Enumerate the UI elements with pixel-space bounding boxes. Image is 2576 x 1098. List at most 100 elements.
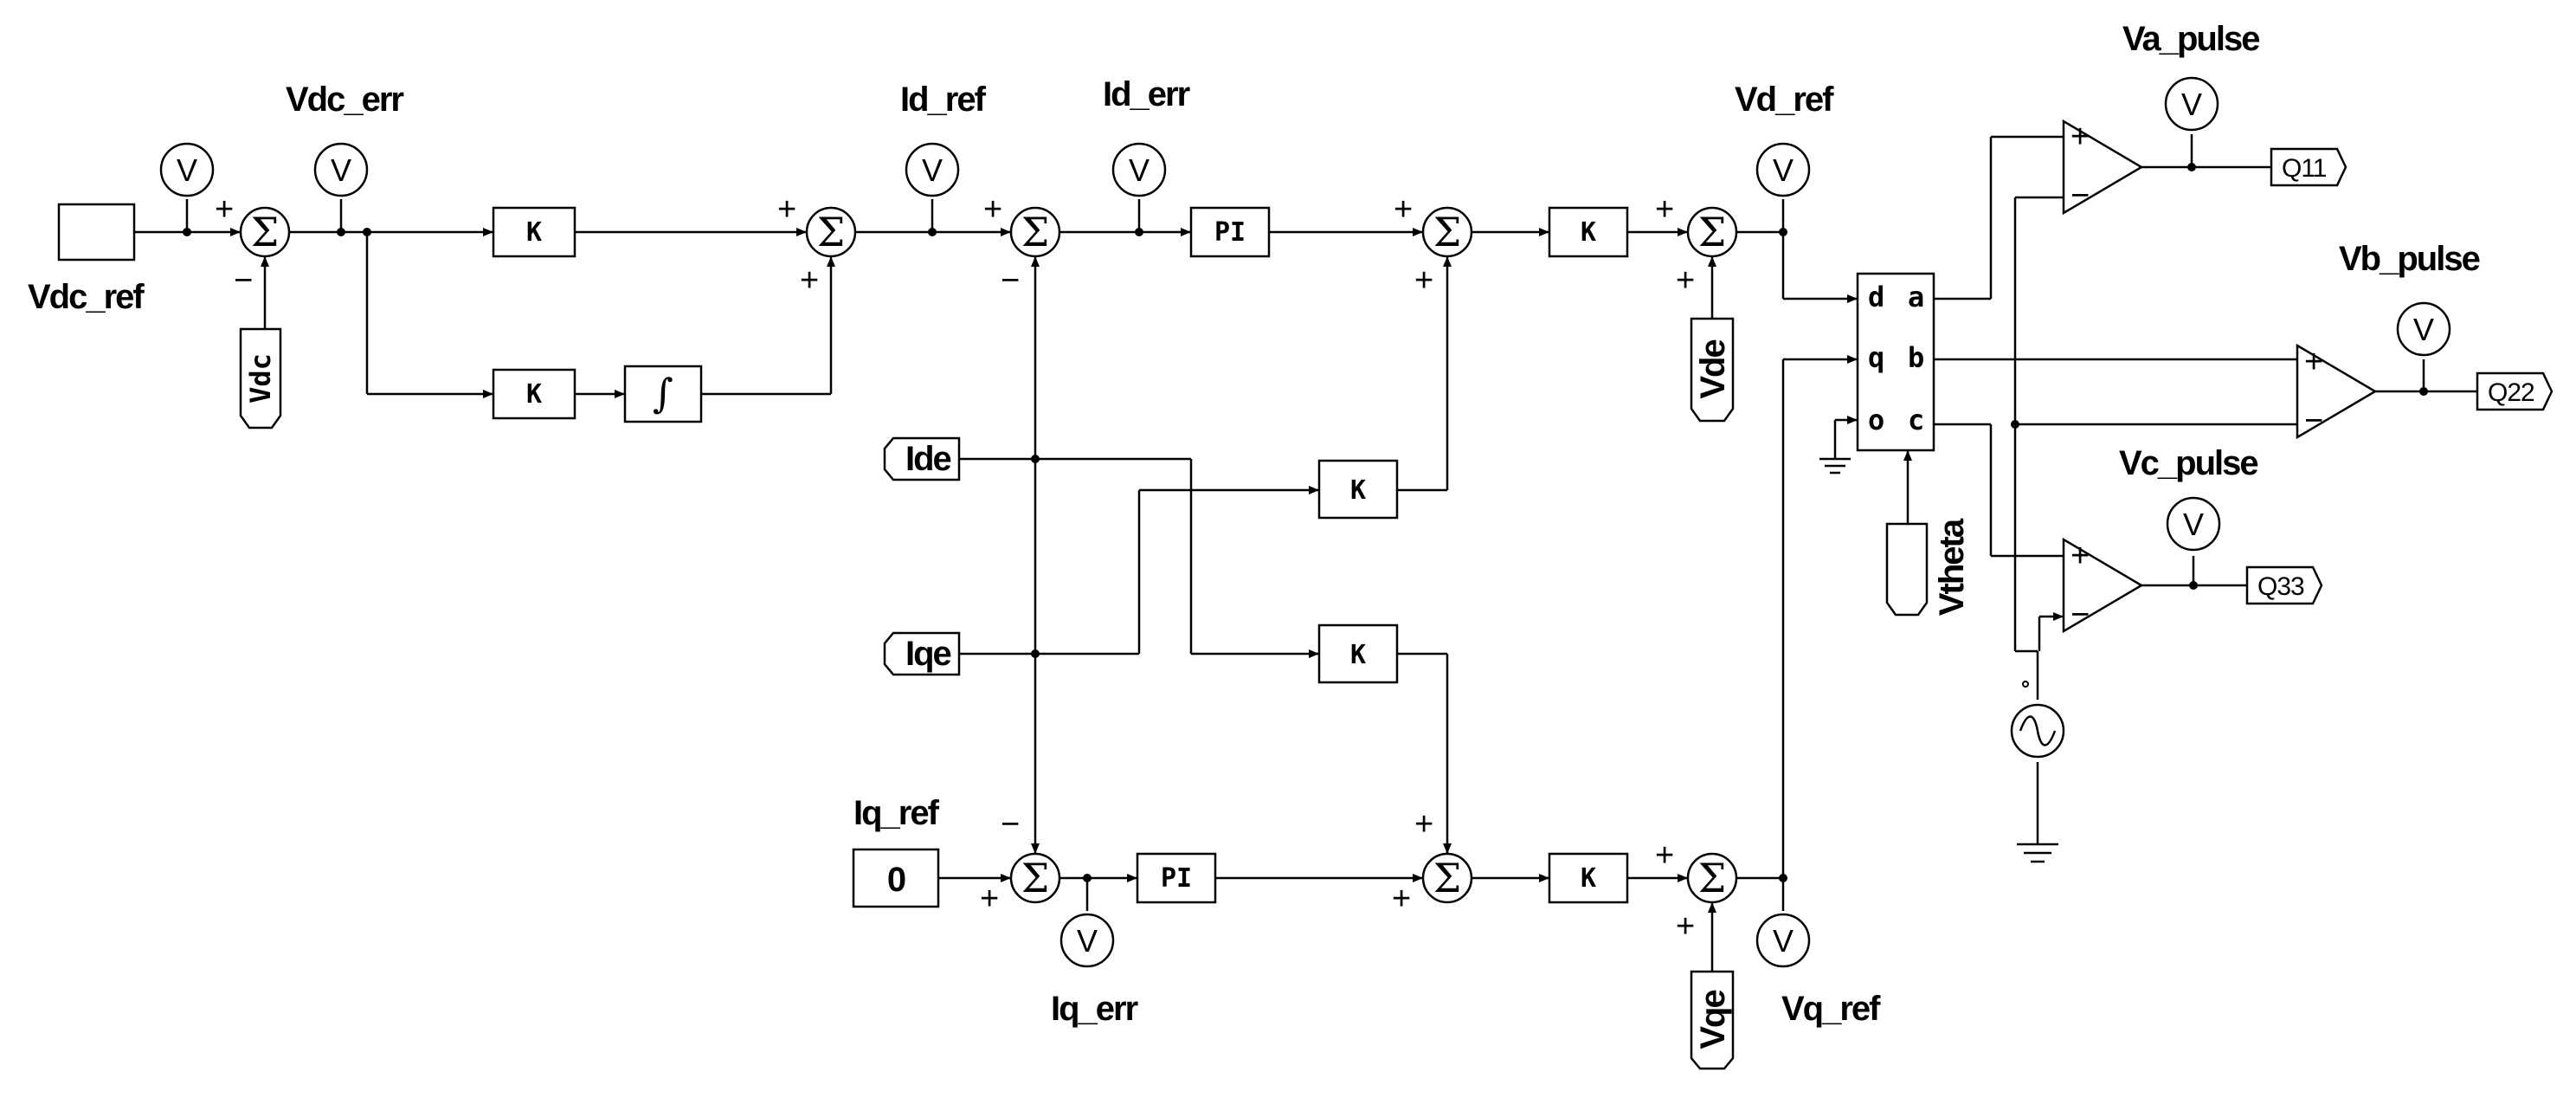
port-d: d (1868, 281, 1884, 313)
voltmeter-id-err[interactable]: V (1111, 142, 1167, 197)
voltmeter-label: V (1773, 152, 1794, 188)
voltmeter-vc-pulse[interactable]: V (2166, 496, 2221, 552)
input-iqe[interactable]: Iqe (883, 631, 961, 676)
input-ide-label: Ide (905, 440, 951, 478)
plus-sign: + (1655, 191, 1674, 228)
iq-ref-constant[interactable]: 0 (852, 848, 940, 908)
plus-sign: + (1414, 262, 1433, 299)
gain-block-cross-q[interactable]: K (1317, 623, 1399, 684)
plus-sign: + (2304, 344, 2323, 380)
plus-sign: + (983, 191, 1002, 228)
plus-sign: + (2070, 538, 2090, 574)
plus-sign: + (1414, 806, 1433, 843)
voltmeter-label: V (1129, 152, 1150, 188)
sum-block-id-err[interactable]: Σ (1009, 206, 1061, 258)
input-vqe-label: Vqe (1694, 991, 1732, 1050)
output-q33-label: Q33 (2257, 572, 2304, 601)
pi-block-id[interactable]: PI (1189, 206, 1271, 258)
input-vtheta-label: Vtheta (1933, 518, 1971, 616)
sum-block-id-ref[interactable]: Σ (805, 206, 857, 258)
iq-err-label: Iq_err (1051, 990, 1138, 1028)
vdc-err-label: Vdc_err (286, 81, 403, 119)
gain-label: K (1350, 475, 1366, 506)
voltmeter-id-ref[interactable]: V (905, 142, 960, 197)
input-ide[interactable]: Ide (883, 436, 961, 481)
integrator-block[interactable]: ∫ (623, 365, 703, 423)
input-vde-label: Vde (1694, 340, 1732, 399)
gain-label: K (1350, 640, 1366, 670)
va-pulse-label: Va_pulse (2122, 20, 2259, 58)
voltmeter-vdc-err[interactable]: V (313, 142, 369, 197)
ground-icon (1819, 450, 1851, 475)
sum-block-vd[interactable]: Σ (1686, 206, 1738, 258)
voltmeter-label: V (2181, 87, 2202, 122)
iq-ref-value: 0 (887, 861, 905, 899)
voltmeter-label: V (922, 152, 943, 188)
sum-block-d-decouple[interactable]: Σ (1421, 206, 1473, 258)
output-q11[interactable]: Q11 (2270, 147, 2347, 187)
voltmeter-label: V (1077, 923, 1098, 959)
voltmeter-iq-err[interactable]: V (1059, 913, 1115, 968)
minus-sign: − (2070, 597, 2090, 633)
sum-symbol: Σ (1433, 209, 1462, 255)
integrator-symbol: ∫ (653, 370, 673, 417)
sum-block-vdc[interactable]: Σ (239, 206, 291, 258)
port-a: a (1908, 281, 1924, 313)
sum-symbol: Σ (1698, 209, 1727, 255)
minus-sign: − (234, 262, 253, 299)
gain-label: K (526, 217, 542, 248)
comparator-c[interactable]: + − (2062, 537, 2144, 634)
minus-sign: − (1001, 262, 1020, 299)
plus-sign: + (777, 191, 796, 228)
dqo-to-abc-transform[interactable]: d q o a b c (1856, 272, 1935, 452)
port-o: o (1868, 404, 1884, 436)
id-ref-label: Id_ref (900, 81, 987, 119)
sum-block-q-decouple[interactable]: Σ (1421, 852, 1473, 904)
vd-ref-label: Vd_ref (1735, 81, 1834, 119)
voltmeter-label: V (331, 152, 351, 188)
voltmeter-va-pulse[interactable]: V (2164, 76, 2219, 132)
gain-block-cross-d[interactable]: K (1317, 459, 1399, 520)
plus-sign: + (1394, 191, 1413, 228)
gain-label: K (1581, 863, 1596, 894)
voltmeter-vdc-ref[interactable]: V (159, 142, 215, 197)
voltmeter-vb-pulse[interactable]: V (2396, 301, 2451, 357)
pi-block-iq[interactable]: PI (1136, 852, 1217, 904)
input-vdc[interactable]: Vdc (239, 327, 282, 430)
gain-block-vd[interactable]: K (1548, 206, 1629, 258)
plus-sign: + (1392, 881, 1411, 917)
iq-ref-label: Iq_ref (853, 794, 940, 832)
plus-sign: + (1676, 262, 1695, 299)
plus-sign: + (1655, 837, 1674, 874)
junction-dots (183, 163, 2428, 882)
sum-signs: + − + + + − + + + + − + + + + + (215, 191, 1695, 945)
input-vqe[interactable]: Vqe (1690, 970, 1735, 1070)
gain-block-vdc[interactable]: K (492, 206, 576, 258)
sum-block-iq-err[interactable]: Σ (1009, 852, 1061, 904)
gain-block-integral[interactable]: K (492, 368, 576, 420)
vdc-ref-source[interactable] (57, 203, 136, 262)
gain-label: K (1581, 217, 1596, 248)
gain-block-vq[interactable]: K (1548, 852, 1629, 904)
id-err-label: Id_err (1103, 75, 1190, 113)
minus-sign: − (2070, 178, 2090, 214)
voltmeter-vq-ref[interactable]: V (1755, 913, 1811, 968)
output-q22[interactable]: Q22 (2476, 371, 2553, 411)
ac-source-icon[interactable] (2010, 681, 2065, 759)
input-iqe-label: Iqe (905, 635, 951, 673)
input-vtheta[interactable]: Vtheta (1885, 518, 1971, 617)
output-q11-label: Q11 (2282, 154, 2327, 183)
gain-label: K (526, 379, 542, 410)
input-vde[interactable]: Vde (1690, 317, 1735, 423)
plus-sign: + (800, 262, 819, 299)
comparator-a[interactable]: + − (2062, 119, 2144, 216)
comparator-b[interactable]: + − (2296, 343, 2378, 440)
voltmeter-vd-ref[interactable]: V (1755, 142, 1811, 197)
output-q22-label: Q22 (2488, 378, 2534, 407)
sum-block-vq[interactable]: Σ (1686, 852, 1738, 904)
sum-symbol: Σ (1698, 855, 1727, 901)
output-q33[interactable]: Q33 (2245, 565, 2323, 605)
minus-sign: − (1001, 806, 1020, 843)
voltmeter-label: V (2183, 507, 2204, 542)
